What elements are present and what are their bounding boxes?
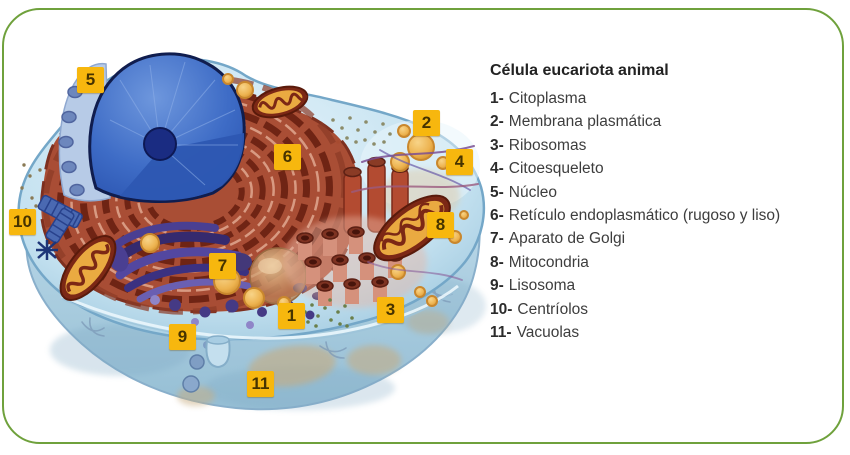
mitochondrion — [59, 235, 117, 301]
legend-title: Célula eucariota animal — [490, 62, 669, 79]
marker-8: 8 — [427, 212, 454, 238]
legend-item-10: 10-Centríolos — [490, 298, 840, 321]
mitochondrion — [251, 85, 309, 119]
marker-4: 4 — [446, 149, 473, 175]
legend-item-6: 6-Retículo endoplasmático (rugoso y liso… — [490, 204, 840, 227]
legend-item-number: 2- — [490, 113, 504, 131]
legend-item-number: 10- — [490, 300, 513, 318]
legend-item-label: Núcleo — [508, 183, 558, 201]
legend-item-number: 7- — [490, 230, 504, 248]
legend-item-label: Vacuolas — [516, 324, 580, 342]
nucleolus — [143, 127, 177, 161]
legend-item-label: Citoplasma — [508, 90, 587, 107]
legend-item-number: 9- — [490, 277, 504, 295]
marker-1: 1 — [278, 303, 305, 329]
legend-item-9: 9-Lisosoma — [490, 274, 840, 297]
legend: Célula eucariota animal 1-Citoplasma 2-M… — [490, 62, 840, 344]
legend-item-4: 4-Citoesqueleto — [490, 157, 840, 180]
marker-9: 9 — [169, 324, 196, 350]
legend-item-label: Retículo endoplasmático (rugoso y liso) — [508, 207, 781, 225]
marker-3: 3 — [377, 297, 404, 323]
legend-item-3: 3-Ribosomas — [490, 134, 840, 157]
legend-item-7: 7-Aparato de Golgi — [490, 227, 840, 250]
legend-item-label: Membrana plasmática — [508, 113, 662, 131]
legend-item-number: 4- — [490, 160, 504, 178]
legend-item-11: 11-Vacuolas — [490, 321, 840, 344]
legend-item-number: 6- — [490, 207, 504, 225]
marker-6: 6 — [274, 144, 301, 170]
marker-2: 2 — [413, 110, 440, 136]
membrane-stalk — [205, 335, 231, 369]
legend-item-2: 2-Membrana plasmática — [490, 110, 840, 133]
legend-item-number: 3- — [490, 136, 504, 154]
microtubule-aster — [36, 240, 58, 260]
legend-item-number: 1- — [490, 90, 504, 107]
legend-item-label: Lisosoma — [508, 277, 576, 295]
legend-item-number: 8- — [490, 253, 504, 271]
legend-item-label: Citoesqueleto — [508, 160, 604, 178]
marker-5: 5 — [77, 67, 104, 93]
marker-7: 7 — [209, 253, 236, 279]
legend-item-number: 11- — [490, 324, 512, 342]
marker-11: 11 — [247, 371, 274, 397]
legend-item-label: Mitocondria — [508, 253, 589, 271]
legend-item-number: 5- — [490, 183, 504, 201]
marker-10: 10 — [9, 209, 36, 235]
centrioles — [36, 194, 83, 260]
legend-item-label: Ribosomas — [508, 136, 587, 154]
legend-item-label: Aparato de Golgi — [508, 230, 626, 248]
inner-membrane-edge — [61, 284, 459, 342]
legend-item-5: 5-Núcleo — [490, 181, 840, 204]
legend-item-1: 1-Citoplasma — [490, 87, 840, 110]
legend-item-label: Centríolos — [517, 300, 589, 318]
legend-item-8: 8-Mitocondria — [490, 251, 840, 274]
nucleus — [58, 52, 246, 204]
